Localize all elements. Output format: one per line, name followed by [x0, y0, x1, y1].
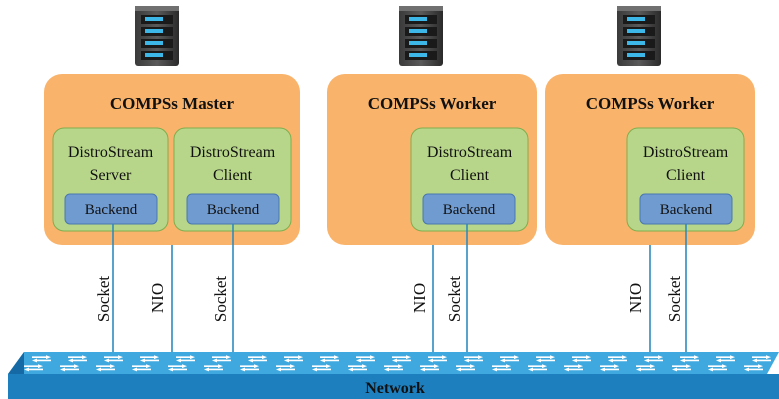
compss-worker-1-node: COMPSs Worker DistroStream Client Backen…	[327, 74, 537, 245]
distrostream-server-component: DistroStream Server Backend	[52, 127, 169, 232]
distrostream-server-line1: DistroStream	[68, 144, 154, 161]
master-server-backend-box	[64, 193, 158, 225]
worker2-client-line2: Client	[666, 167, 706, 184]
network-switch-top	[8, 352, 779, 374]
connection-lines	[112, 224, 687, 356]
distrostream-server-line2: Server	[90, 167, 132, 184]
worker2-client-backend-label: Backend	[660, 202, 713, 218]
worker2-socket-label: Socket	[665, 276, 684, 323]
worker2-client-line1: DistroStream	[643, 144, 729, 161]
worker1-client-backend-box	[422, 193, 516, 225]
worker1-node-title: COMPSs Worker	[368, 94, 497, 113]
master-server-socket-label: Socket	[94, 276, 113, 323]
worker2-node-title: COMPSs Worker	[586, 94, 715, 113]
master-client-socket-label: Socket	[211, 276, 230, 323]
master-distrostream-client-component: DistroStream Client Backend	[173, 127, 292, 232]
master-server-icon	[135, 6, 179, 66]
network-label: Network	[365, 380, 425, 397]
worker1-distrostream-client-component: DistroStream Client Backend	[410, 127, 529, 232]
worker2-server-icon	[617, 6, 661, 66]
master-client-line2: Client	[213, 167, 253, 184]
worker1-socket-label: Socket	[445, 276, 464, 323]
worker1-server-icon	[399, 6, 443, 66]
master-nio-label: NIO	[148, 283, 167, 313]
master-client-backend-label: Backend	[207, 202, 260, 218]
master-client-line1: DistroStream	[190, 144, 276, 161]
worker1-client-line1: DistroStream	[427, 144, 513, 161]
worker2-distrostream-client-component: DistroStream Client Backend	[626, 127, 745, 232]
master-node-title: COMPSs Master	[110, 94, 235, 113]
worker1-nio-label: NIO	[410, 283, 429, 313]
master-server-backend-label: Backend	[85, 202, 138, 218]
worker1-client-line2: Client	[450, 167, 490, 184]
network-switch-front	[8, 374, 779, 399]
compss-master-node: COMPSs Master DistroStream Server Backen…	[44, 74, 300, 245]
worker1-client-backend-label: Backend	[443, 202, 496, 218]
worker2-nio-label: NIO	[626, 283, 645, 313]
compss-worker-2-node: COMPSs Worker DistroStream Client Backen…	[545, 74, 755, 245]
network-switch: Network	[8, 352, 779, 399]
connection-labels: Socket NIO Socket NIO Socket NIO Socket	[94, 276, 684, 323]
